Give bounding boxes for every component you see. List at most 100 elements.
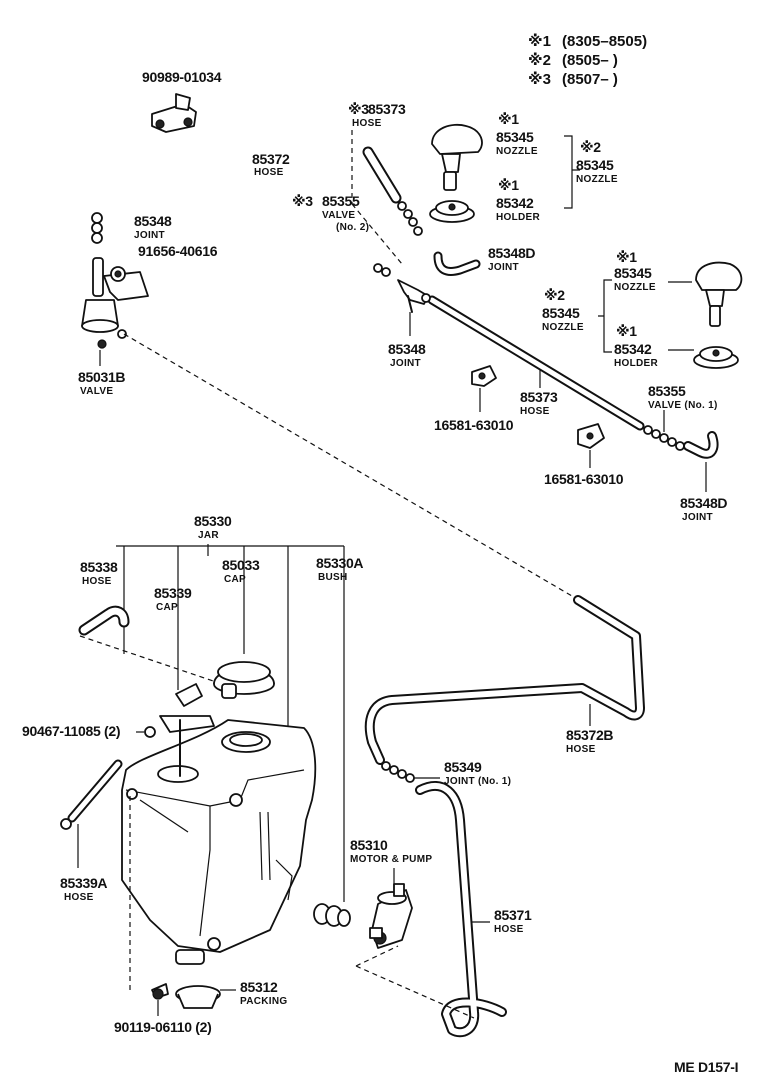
svg-text:HOLDER: HOLDER [496, 212, 540, 223]
svg-text:85330A: 85330A [316, 555, 363, 571]
svg-text:85330: 85330 [194, 513, 232, 529]
part-label-90989-01034: 90989-01034 [142, 69, 222, 85]
svg-text:85348D: 85348D [680, 495, 727, 511]
valve-85031b-drawing [81, 266, 149, 366]
part-label-85373: 85373 HOSE [520, 389, 558, 417]
part-label-85345-upper-2: ※2 85345 NOZZLE [576, 139, 618, 185]
svg-text:16581-63010: 16581-63010 [434, 417, 514, 433]
part-label-85348d-lower: 85348D JOINT [680, 495, 728, 523]
svg-text:85033: 85033 [222, 557, 260, 573]
svg-text:PACKING: PACKING [240, 996, 287, 1007]
svg-text:85031B: 85031B [78, 369, 125, 385]
svg-text:90119-06110 (2): 90119-06110 (2) [114, 1019, 211, 1035]
svg-text:85372B: 85372B [566, 727, 613, 743]
legend-range-1: (8305–8505) [562, 33, 647, 50]
part-label-85348-front: 85348 JOINT [134, 213, 172, 241]
part-label-85348d-upper: 85348D JOINT [488, 245, 536, 273]
part-label-85371: 85371 HOSE [494, 907, 532, 935]
part-label-85330: 85330 JAR [194, 513, 232, 541]
bracket-upper-nozzle [564, 135, 580, 209]
svg-text:85345: 85345 [542, 305, 580, 321]
svg-text:HOSE: HOSE [494, 924, 524, 935]
svg-text:HOSE: HOSE [566, 744, 596, 755]
part-label-85348-centre: 85348 JOINT [388, 341, 426, 369]
svg-text:90467-11085 (2): 90467-11085 (2) [22, 723, 120, 739]
part-label-90119-06110: 90119-06110 (2) [114, 1019, 212, 1035]
nozzle-85345-right-drawing [695, 261, 743, 327]
svg-text:※3: ※3 [292, 193, 313, 209]
svg-text:BUSH: BUSH [318, 572, 348, 583]
svg-text:85371: 85371 [494, 907, 532, 923]
svg-text:NOZZLE: NOZZLE [576, 174, 618, 185]
legend-mark-1: ※1 [528, 32, 551, 50]
svg-text:※3: ※3 [348, 101, 369, 117]
svg-text:85372: 85372 [252, 151, 290, 167]
bracket-right-nozzle [598, 279, 612, 353]
svg-text:NOZZLE: NOZZLE [542, 322, 584, 333]
svg-text:※1: ※1 [616, 323, 637, 339]
part-label-85373-short: ※3 85373 HOSE [348, 101, 406, 129]
part-label-85372b: 85372B HOSE [566, 727, 614, 755]
legend-range-3: (8507– ) [562, 71, 618, 88]
legend-mark-3: ※3 [528, 70, 551, 88]
svg-text:※2: ※2 [544, 287, 565, 303]
part-label-91656-40616: 91656-40616 [138, 243, 218, 259]
part-label-85338: 85338 HOSE [80, 559, 118, 587]
leader-hose-85372b [123, 333, 573, 597]
part-label-85312: 85312 PACKING [240, 979, 287, 1007]
part-label-85349: 85349 JOINT (No. 1) [444, 759, 511, 787]
svg-text:JOINT: JOINT [134, 230, 165, 241]
hose-85372-drawing [89, 149, 371, 265]
motor-pump-85310-drawing [369, 868, 413, 949]
clamp-16581-b-drawing [577, 423, 605, 468]
jar-tree-lines [116, 544, 345, 902]
legend-mark-2: ※2 [528, 51, 551, 69]
hose-85372b-drawing [364, 595, 645, 765]
valve-85355-drawing [643, 425, 685, 451]
part-label-85310: 85310 MOTOR & PUMP [350, 837, 432, 865]
part-label-16581-63010-a: 16581-63010 [434, 417, 514, 433]
svg-text:90989-01034: 90989-01034 [142, 69, 222, 85]
cap-85339-drawing [175, 683, 203, 707]
part-label-85345-upper: ※1 85345 NOZZLE [496, 111, 538, 157]
svg-text:16581-63010: 16581-63010 [544, 471, 624, 487]
svg-text:85348D: 85348D [488, 245, 535, 261]
svg-text:HOSE: HOSE [254, 167, 284, 178]
joint-85349-drawing [381, 761, 440, 783]
svg-text:JOINT (No. 1): JOINT (No. 1) [444, 776, 511, 787]
svg-text:※1: ※1 [498, 177, 519, 193]
svg-text:85345: 85345 [576, 157, 614, 173]
cap-85033-drawing [213, 661, 275, 699]
hose-85373-drawing [427, 295, 645, 431]
nozzle-85345-upper-drawing [431, 123, 483, 191]
jar-85330-body-drawing [121, 715, 317, 965]
svg-text:CAP: CAP [156, 602, 178, 613]
legend: ※1 (8305–8505) ※2 (8505– ) ※3 (8507– ) [528, 32, 647, 88]
svg-text:※1: ※1 [616, 249, 637, 265]
svg-text:JOINT: JOINT [682, 512, 713, 523]
svg-text:91656-40616: 91656-40616 [138, 243, 218, 259]
svg-text:85345: 85345 [614, 265, 652, 281]
svg-text:85345: 85345 [496, 129, 534, 145]
svg-text:VALVE: VALVE [322, 210, 355, 221]
svg-text:JAR: JAR [198, 530, 219, 541]
hose-85371-drawing [415, 780, 507, 1038]
part-label-85355-no1: 85355 VALVE (No. 1) [648, 383, 717, 411]
svg-text:※2: ※2 [580, 139, 601, 155]
part-label-85033: 85033 CAP [222, 557, 260, 585]
svg-text:(No. 2): (No. 2) [336, 222, 369, 233]
svg-text:NOZZLE: NOZZLE [496, 146, 538, 157]
svg-text:85373: 85373 [520, 389, 558, 405]
part-label-85345-right: ※1 85345 NOZZLE [614, 249, 656, 293]
svg-text:HOSE: HOSE [352, 118, 382, 129]
svg-text:85348: 85348 [134, 213, 172, 229]
svg-text:85310: 85310 [350, 837, 388, 853]
hose-85373-short-drawing [362, 146, 423, 236]
part-label-85031b: 85031B VALVE [78, 369, 126, 397]
part-label-85330a: 85330A BUSH [316, 555, 364, 583]
part-label-85339: 85339 CAP [154, 585, 192, 613]
bush-85330a-drawing [313, 903, 351, 927]
svg-text:85373: 85373 [368, 101, 406, 117]
hose-85338-drawing [78, 605, 130, 636]
